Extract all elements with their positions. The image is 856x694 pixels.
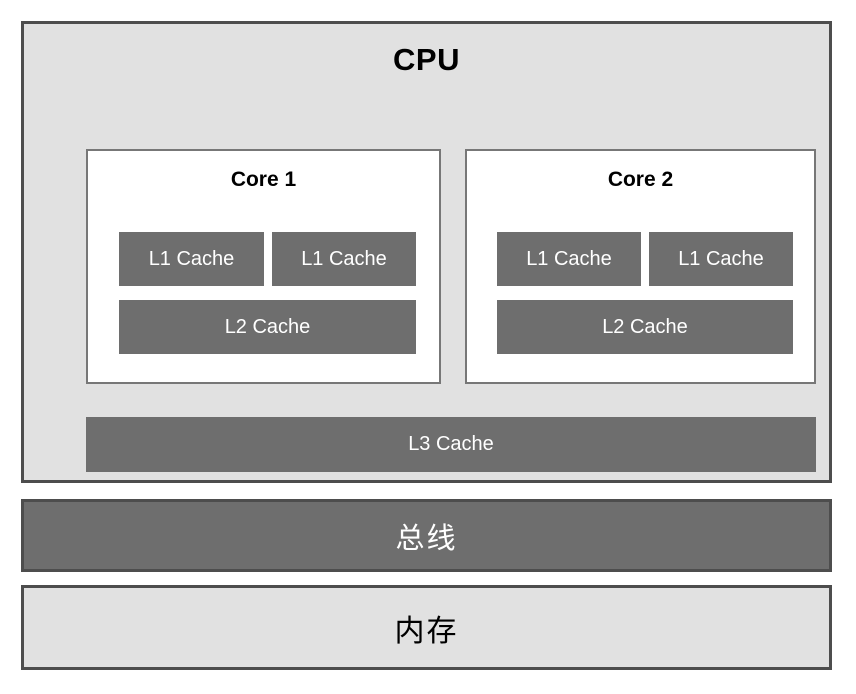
core-1-l2-cache: L2 Cache xyxy=(119,300,416,354)
system-bus: 总线 xyxy=(21,499,832,572)
main-memory: 内存 xyxy=(21,585,832,670)
core-1-title: Core 1 xyxy=(230,168,297,191)
core-2-title: Core 2 xyxy=(607,168,674,191)
core-2-l2-cache: L2 Cache xyxy=(497,300,793,354)
core-2-l1-cache-a: L1 Cache xyxy=(497,232,641,286)
core-2-l1-cache-b: L1 Cache xyxy=(649,232,793,286)
cpu-container: CPU Core 1 Core 2 L1 Cache L1 Cache L2 C… xyxy=(21,21,832,483)
cpu-title: CPU xyxy=(393,42,460,77)
core-1-l1-cache-b: L1 Cache xyxy=(272,232,416,286)
l3-cache: L3 Cache xyxy=(86,417,816,472)
core-1-l1-cache-a: L1 Cache xyxy=(119,232,264,286)
